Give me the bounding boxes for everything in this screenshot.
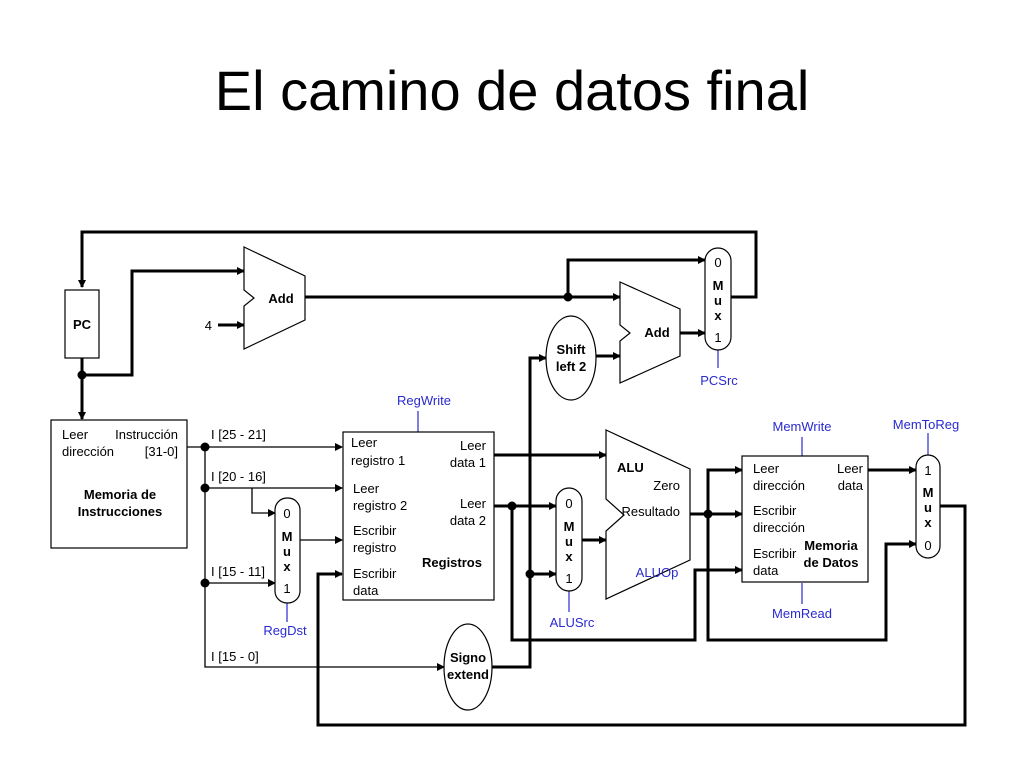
alu-label: ALU xyxy=(617,460,644,475)
reg-in2-a: Leer xyxy=(353,481,380,496)
mux-pcsrc: 0 M u x 1 xyxy=(704,247,732,351)
control-memwrite: MemWrite xyxy=(773,419,832,434)
mux-letter-u: u xyxy=(924,500,932,515)
mux-in0: 0 xyxy=(924,538,931,553)
control-aluop: ALUOp xyxy=(636,565,679,580)
control-memread: MemRead xyxy=(772,606,832,621)
reg-in1-a: Leer xyxy=(351,435,378,450)
control-alusrc: ALUSrc xyxy=(550,615,595,630)
dmem-in3-b: data xyxy=(753,563,779,578)
mux-in0: 0 xyxy=(283,506,290,521)
alu: ALU Zero Resultado xyxy=(605,429,691,600)
instruction-memory: Leer Instrucción dirección [31-0] Memori… xyxy=(50,419,188,549)
dmem-name-1: Memoria xyxy=(804,538,858,553)
mux-regdst: 0 M u x 1 xyxy=(274,497,301,604)
sign-label-1: Signo xyxy=(450,650,486,665)
pc-label: PC xyxy=(73,317,92,332)
mux-in0: 0 xyxy=(565,496,572,511)
adder-branch: Add xyxy=(619,281,681,384)
mux-letter-m: M xyxy=(282,529,293,544)
mux-letter-m: M xyxy=(564,519,575,534)
imem-name-2: Instrucciones xyxy=(78,504,163,519)
field-imm: I [15 - 0] xyxy=(211,649,259,664)
alu-zero: Zero xyxy=(653,478,680,493)
reg-out1-a: Leer xyxy=(460,438,487,453)
field-rs: I [25 - 21] xyxy=(211,427,266,442)
field-rd: I [15 - 11] xyxy=(211,564,265,579)
sign-extend: Signo extend xyxy=(443,623,493,711)
shift-label-1: Shift xyxy=(557,342,587,357)
field-rt: I [20 - 16] xyxy=(211,469,266,484)
reg-out1-b: data 1 xyxy=(450,455,486,470)
pc-register: PC xyxy=(64,289,100,359)
reg-name: Registros xyxy=(422,555,482,570)
control-regdst: RegDst xyxy=(263,623,307,638)
control-regwrite: RegWrite xyxy=(397,393,451,408)
mux-letter-x: x xyxy=(283,559,291,574)
dmem-name-2: de Datos xyxy=(804,555,859,570)
dmem-in1-a: Leer xyxy=(753,461,780,476)
mux-letter-m: M xyxy=(713,278,724,293)
reg-in4-b: data xyxy=(353,583,379,598)
slide-title: El camino de datos final xyxy=(214,59,810,122)
register-file: Leer registro 1 Leer registro 2 Escribir… xyxy=(342,431,495,601)
adder-label: Add xyxy=(268,291,293,306)
reg-in3-b: registro xyxy=(353,540,396,555)
data-memory: Leer dirección Escribir dirección Escrib… xyxy=(741,455,869,583)
reg-in3-a: Escribir xyxy=(353,523,397,538)
imem-leer: Leer xyxy=(62,427,89,442)
dmem-out-b: data xyxy=(838,478,864,493)
imem-instruccion: Instrucción xyxy=(115,427,178,442)
wires-thick xyxy=(78,230,967,727)
constant-four: 4 xyxy=(205,318,212,333)
reg-in1-b: registro 1 xyxy=(351,453,405,468)
reg-in4-a: Escribir xyxy=(353,566,397,581)
mux-alusrc: 0 M u x 1 xyxy=(555,487,583,592)
imem-name-1: Memoria de xyxy=(84,487,156,502)
shift-left-2: Shift left 2 xyxy=(545,315,597,401)
mux-in1: 1 xyxy=(924,463,931,478)
control-lines xyxy=(286,350,929,622)
mux-letter-x: x xyxy=(565,549,573,564)
imem-direccion: dirección xyxy=(62,444,114,459)
mux-letter-u: u xyxy=(714,293,722,308)
reg-out2-b: data 2 xyxy=(450,513,486,528)
mux-memtoreg: 1 M u x 0 xyxy=(915,454,941,559)
mux-in0: 0 xyxy=(714,255,721,270)
mux-in1: 1 xyxy=(565,571,572,586)
mux-in1: 1 xyxy=(714,330,721,345)
shift-label-2: left 2 xyxy=(556,359,586,374)
dmem-in1-b: dirección xyxy=(753,478,805,493)
mux-letter-u: u xyxy=(283,544,291,559)
mux-letter-x: x xyxy=(714,308,722,323)
adder-label: Add xyxy=(644,325,669,340)
dmem-in2-b: dirección xyxy=(753,520,805,535)
control-pcsrc: PCSrc xyxy=(700,373,738,388)
dmem-out-a: Leer xyxy=(837,461,864,476)
adder-pc-plus-4: Add xyxy=(243,246,306,350)
sign-label-2: extend xyxy=(447,667,489,682)
alu-result: Resultado xyxy=(621,504,680,519)
reg-in2-b: registro 2 xyxy=(353,498,407,513)
reg-out2-a: Leer xyxy=(460,496,487,511)
dmem-in2-a: Escribir xyxy=(753,503,797,518)
mux-letter-x: x xyxy=(924,515,932,530)
junction-dots xyxy=(77,292,713,588)
wires-thin xyxy=(187,443,445,671)
control-memtoreg: MemToReg xyxy=(893,417,959,432)
dmem-in3-a: Escribir xyxy=(753,546,797,561)
imem-bits: [31-0] xyxy=(145,444,178,459)
mux-in1: 1 xyxy=(283,581,290,596)
mux-letter-u: u xyxy=(565,534,573,549)
mux-letter-m: M xyxy=(923,485,934,500)
